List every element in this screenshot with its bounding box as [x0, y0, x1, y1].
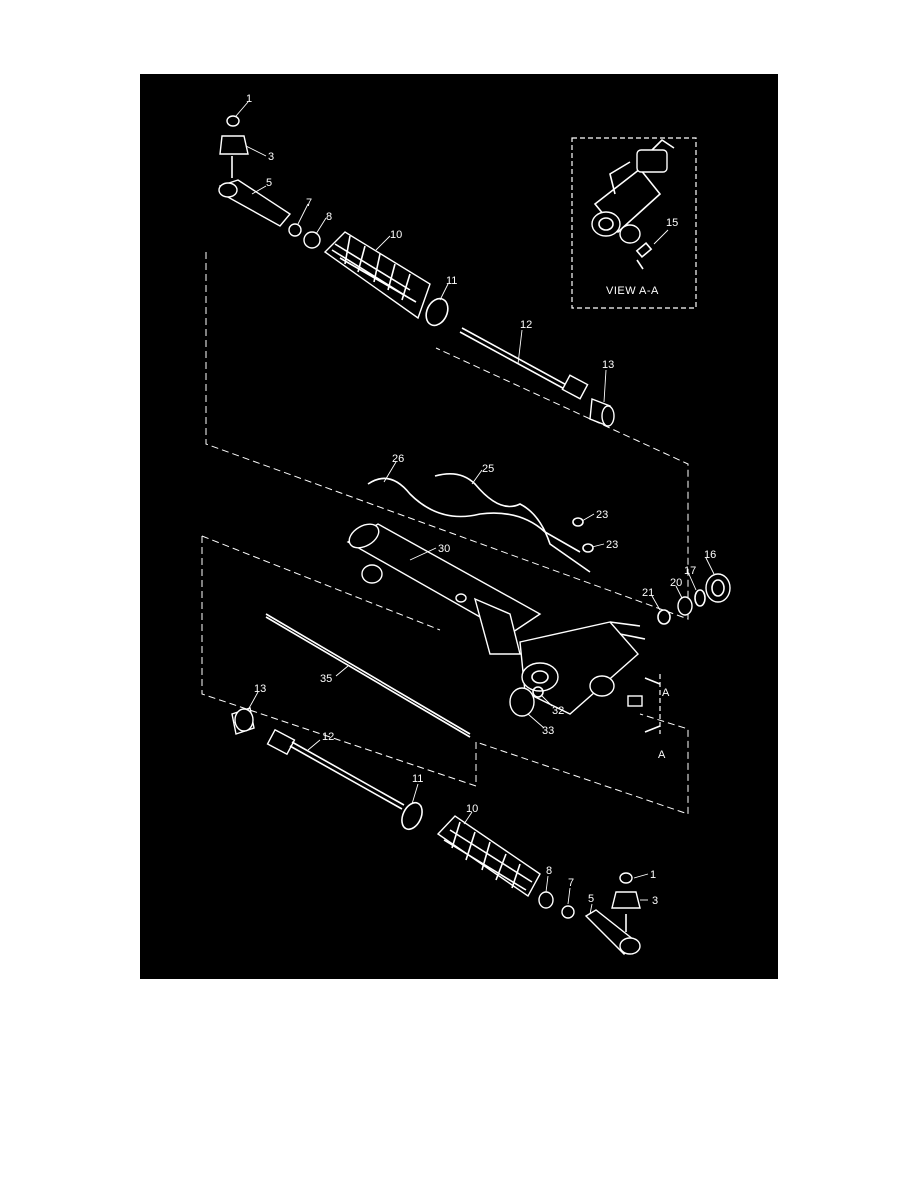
callout-17: 17: [684, 565, 696, 577]
callout-23a: 23: [596, 509, 608, 521]
jam-nut-bottom: [561, 905, 575, 919]
callout-1-bottom: 1: [650, 869, 656, 881]
callout-16: 16: [704, 549, 716, 561]
assembly-outline-lower: [201, 535, 689, 815]
callout-33: 33: [542, 725, 554, 737]
rack-boot-top: [323, 231, 431, 320]
section-marker-a-lower: A: [658, 749, 666, 761]
rack-bushing-top: [589, 398, 615, 427]
callout-20: 20: [670, 577, 682, 589]
callout-10-top: 10: [390, 229, 402, 241]
rack-boot-bottom: [436, 815, 541, 898]
diagram-canvas: VIEW A-A: [201, 93, 731, 956]
inner-tie-rod-bottom: [266, 728, 405, 810]
callout-3-bottom: 3: [652, 895, 658, 907]
callout-15: 15: [666, 217, 678, 229]
callout-13-bottom: 13: [254, 683, 266, 695]
callout-32: 32: [552, 705, 564, 717]
rack-bushing-bottom: [231, 707, 255, 735]
callout-12-top: 12: [520, 319, 532, 331]
callout-25: 25: [482, 463, 494, 475]
fluid-line-25: [434, 473, 591, 573]
spacer-20: [677, 596, 693, 616]
boot-clamp-large-top: [425, 297, 449, 327]
bushing-33: [509, 687, 535, 717]
callout-11-top: 11: [446, 275, 457, 287]
callout-26: 26: [392, 453, 404, 465]
inner-tie-rod-top: [459, 327, 589, 400]
outer-tie-rod-end-bottom: [584, 872, 641, 956]
callout-11-bottom: 11: [412, 773, 423, 785]
exploded-steering-rack-diagram: VIEW A-A: [140, 74, 778, 979]
jam-nut-top: [288, 223, 302, 237]
callout-8-top: 8: [326, 211, 332, 223]
callout-labels: 1 3 5 7 8 10 11 12 13 15 26 25 23 23 30 …: [246, 93, 716, 907]
rack-shaft-35: [265, 613, 471, 738]
boot-clamp-small-top: [303, 231, 321, 249]
callout-5-top: 5: [266, 177, 272, 189]
callout-10-bottom: 10: [466, 803, 478, 815]
valve-housing-detail: [591, 138, 675, 270]
callout-7-bottom: 7: [568, 877, 574, 889]
section-marker-a-upper: A: [662, 687, 670, 699]
callout-23b: 23: [606, 539, 618, 551]
washer-21: [657, 609, 671, 625]
callout-35: 35: [320, 673, 332, 685]
callout-7-top: 7: [306, 197, 312, 209]
callout-8-bottom: 8: [546, 865, 552, 877]
callout-1-top: 1: [246, 93, 252, 105]
view-a-a-inset: VIEW A-A: [571, 137, 697, 309]
adjuster-plug-16: [705, 573, 731, 603]
section-arrows: [644, 674, 661, 734]
inset-label: VIEW A-A: [606, 285, 659, 297]
valve-body: [519, 621, 646, 715]
callout-30: 30: [438, 543, 450, 555]
leader-lines: [235, 101, 715, 915]
seal-32: [532, 686, 544, 698]
callout-21: 21: [642, 587, 654, 599]
boot-clamp-large-bottom: [401, 801, 423, 831]
callout-5-bottom: 5: [588, 893, 594, 905]
boot-clamp-small-bottom: [538, 891, 554, 909]
callout-13-top: 13: [602, 359, 614, 371]
fitting-seal-23a: [572, 517, 584, 527]
outer-tie-rod-end-top: [218, 115, 292, 227]
assembly-outline-upper: [205, 252, 689, 620]
callout-12-bottom: 12: [322, 731, 334, 743]
fitting-seal-23b: [582, 543, 594, 553]
rack-and-pinion-housing: [346, 523, 542, 655]
fluid-line-26: [367, 477, 581, 553]
o-ring-17: [694, 589, 706, 607]
callout-3-top: 3: [268, 151, 274, 163]
